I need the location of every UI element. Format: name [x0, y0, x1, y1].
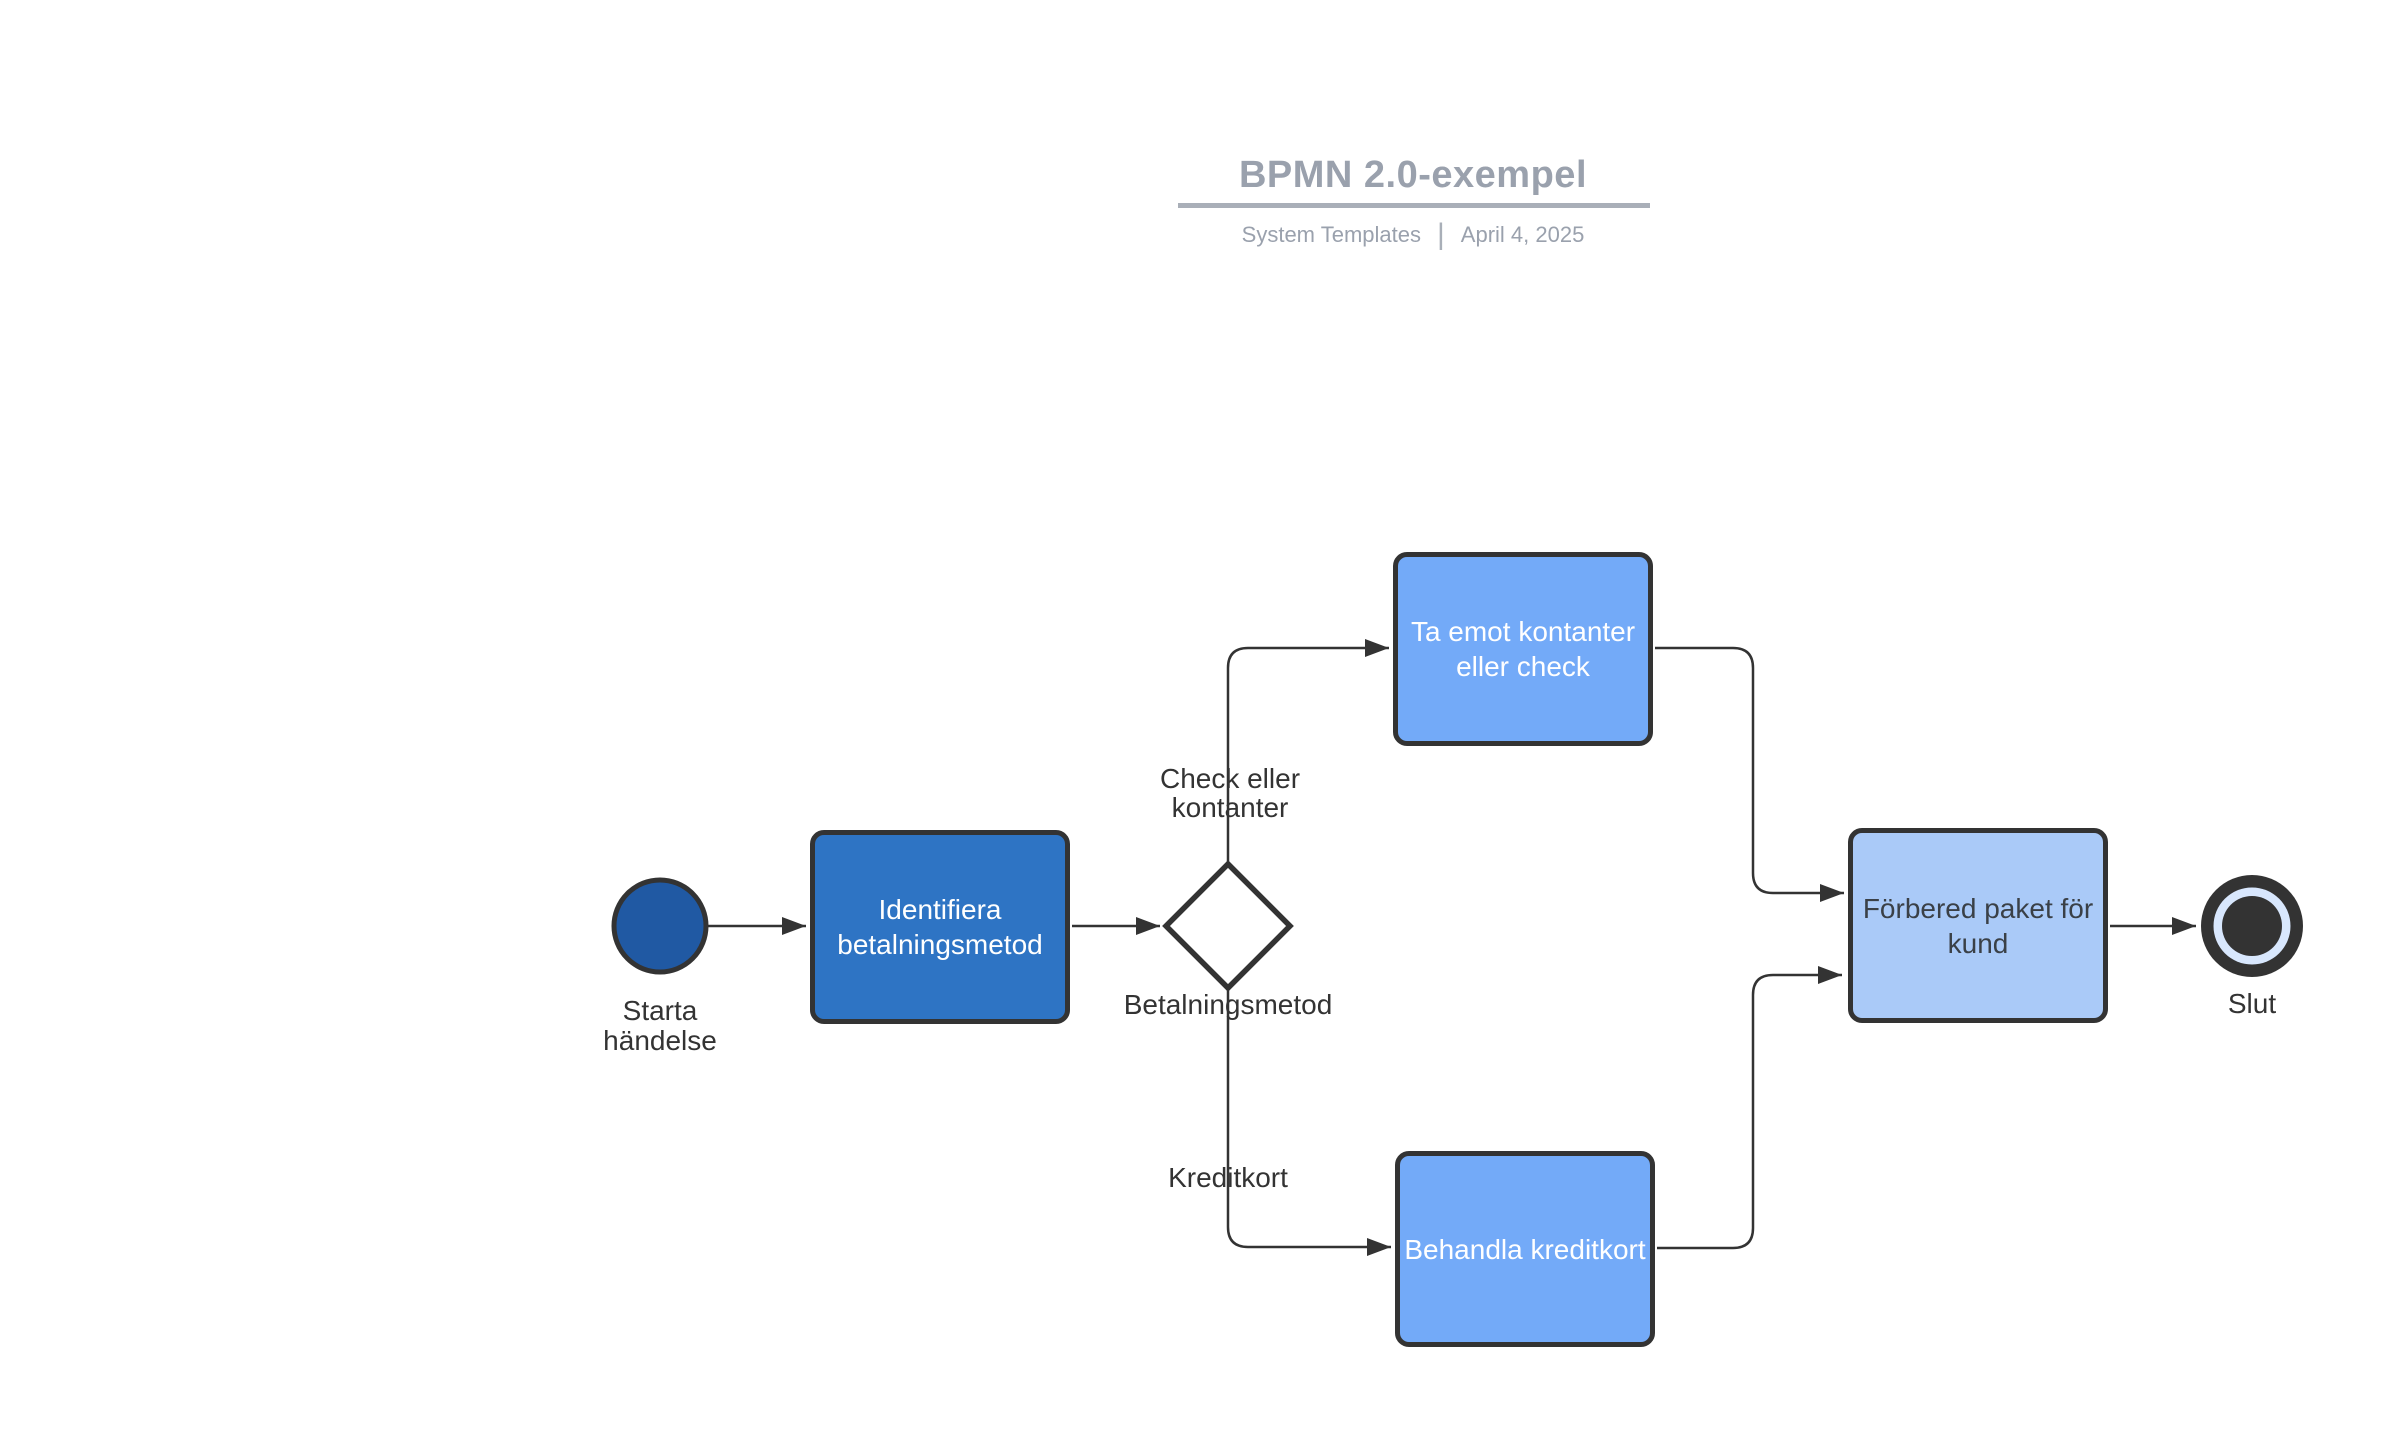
flow-receive-cash-to-prepare	[1655, 646, 1844, 902]
subtitle-source: System Templates	[1241, 222, 1421, 247]
end-event-inner-circle	[2222, 896, 2282, 956]
title-underline	[1178, 203, 1650, 208]
flow-gateway-to-receive-cash	[1226, 639, 1389, 864]
gateway-label: Betalningsmetod	[1123, 989, 1333, 1020]
page-subtitle: System Templates | April 4, 2025	[1113, 220, 1713, 250]
start-event-label: Starta händelse	[603, 995, 717, 1056]
task-process-credit-card: Behandla kreditkort	[1395, 1151, 1655, 1347]
task-receive-label: Ta emot kontanter eller check	[1410, 616, 1636, 682]
page-title: BPMN 2.0-exempel	[1238, 154, 1587, 196]
flow-gateway-to-process-card	[1226, 990, 1391, 1256]
task-identify-label: Identifiera betalningsmetod	[837, 894, 1043, 960]
branch-card-label: Kreditkort	[1168, 1162, 1288, 1193]
task-prepare-package: Förbered paket för kund	[1848, 828, 2108, 1023]
end-event-label: Slut	[2227, 988, 2277, 1019]
subtitle-date: April 4, 2025	[1460, 222, 1585, 247]
gateway-diamond	[1162, 860, 1294, 992]
task-receive-cash-or-check: Ta emot kontanter eller check	[1393, 552, 1653, 746]
subtitle-divider: |	[1437, 218, 1445, 251]
task-process-label: Behandla kreditkort	[1404, 1233, 1646, 1265]
start-event-circle	[611, 877, 709, 975]
task-identify-payment-method: Identifiera betalningsmetod	[810, 830, 1070, 1024]
flow-process-card-to-prepare	[1657, 966, 1842, 1250]
branch-cash-label: Check eller kontanter	[1159, 763, 1301, 823]
task-prepare-label: Förbered paket för kund	[1862, 892, 2094, 959]
